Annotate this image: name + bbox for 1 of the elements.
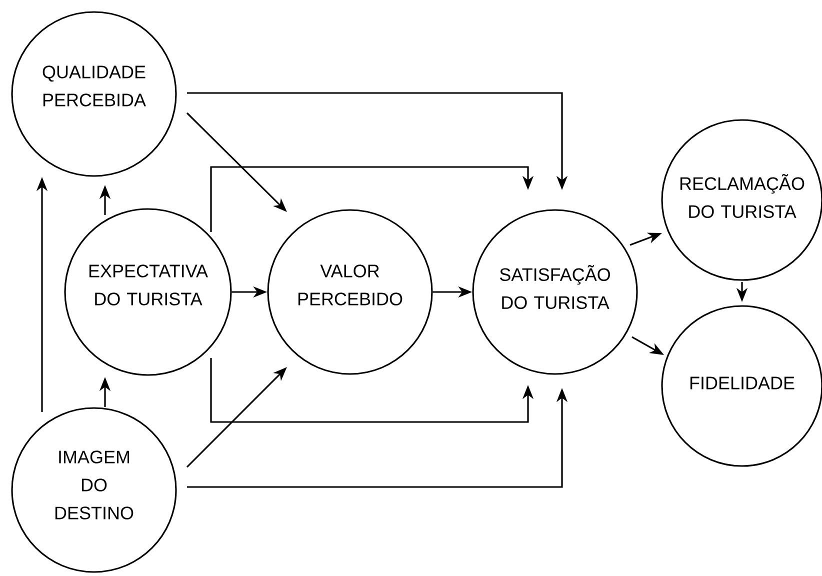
arrow [210,166,534,232]
